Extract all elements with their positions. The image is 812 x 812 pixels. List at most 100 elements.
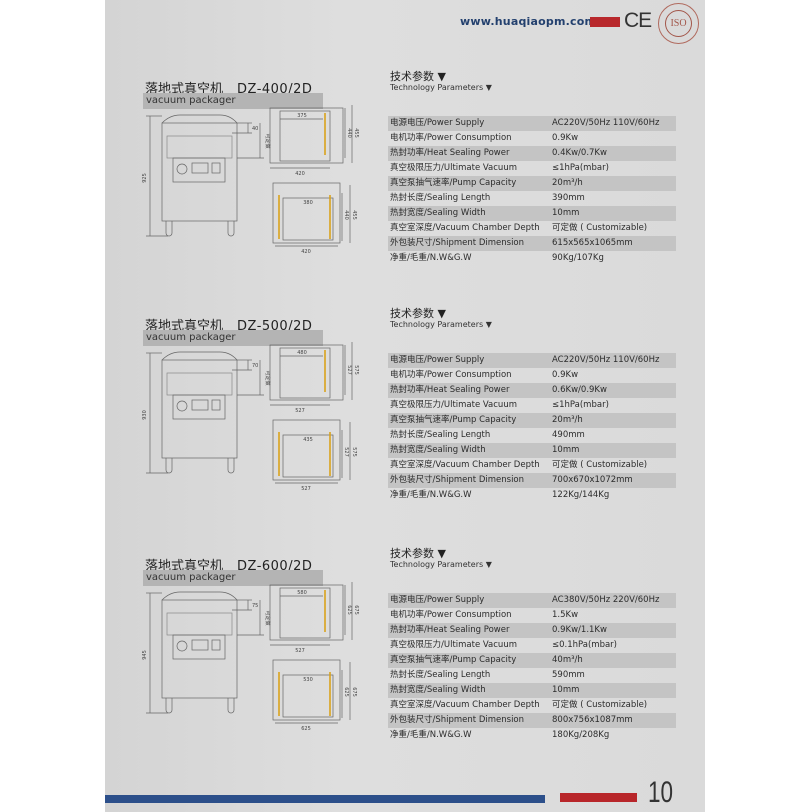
spec-label: 电机功率/Power Consumption bbox=[390, 370, 512, 380]
spec-value: 0.9Kw bbox=[552, 133, 579, 143]
spec-label: 外包装尺寸/Shipment Dimension bbox=[390, 238, 525, 248]
spec-label: 热封长度/Sealing Length bbox=[390, 430, 491, 440]
spec-value: 可定做 ( Customizable) bbox=[552, 223, 648, 233]
dim-top-outer: 420 bbox=[295, 171, 305, 177]
machine-drawing: 930 70 可定做 480 527 527 575 435 527 527 5… bbox=[142, 342, 359, 492]
spec-table: 电源电压/Power Supply AC380V/50Hz 220V/60Hz 电机… bbox=[388, 593, 676, 743]
spec-row: 真空泵抽气速率/Pump Capacity 20m³/h bbox=[388, 413, 676, 428]
spec-label: 真空极限压力/Ultimate Vacuum bbox=[390, 640, 517, 650]
spec-row: 热封宽度/Sealing Width 10mm bbox=[388, 683, 676, 698]
dim-top-side1: 527 bbox=[346, 365, 352, 375]
dim-custom: 可定做 bbox=[264, 133, 271, 148]
spec-value: 10mm bbox=[552, 685, 580, 695]
spec-label: 净重/毛重/N.W&G.W bbox=[390, 490, 472, 500]
params-heading-cn: 技术参数 ▼ bbox=[390, 70, 446, 83]
spec-row: 热封功率/Heat Sealing Power 0.4Kw/0.7Kw bbox=[388, 146, 676, 161]
spec-row: 电机功率/Power Consumption 0.9Kw bbox=[388, 368, 676, 383]
spec-value: 0.6Kw/0.9Kw bbox=[552, 385, 607, 395]
dim-bot-width: 420 bbox=[301, 249, 311, 255]
product-subtitle-banner: vacuum packager bbox=[143, 570, 323, 586]
spec-label: 真空极限压力/Ultimate Vacuum bbox=[390, 400, 517, 410]
machine-drawing: 945 75 可定做 580 527 625 675 530 625 625 6… bbox=[142, 582, 359, 732]
dim-bot-side1: 625 bbox=[343, 687, 349, 697]
dim-bot-side1: 440 bbox=[343, 210, 349, 220]
params-heading-cn: 技术参数 ▼ bbox=[390, 307, 446, 320]
spec-label: 热封宽度/Sealing Width bbox=[390, 208, 486, 218]
spec-row: 热封长度/Sealing Length 390mm bbox=[388, 191, 676, 206]
product-subtitle-banner: vacuum packager bbox=[143, 93, 323, 109]
spec-label: 电源电压/Power Supply bbox=[390, 595, 485, 605]
spec-value: 20m³/h bbox=[552, 415, 583, 425]
spec-label: 热封宽度/Sealing Width bbox=[390, 685, 486, 695]
spec-label: 真空极限压力/Ultimate Vacuum bbox=[390, 163, 517, 173]
spec-label: 真空室深度/Vacuum Chamber Depth bbox=[390, 460, 540, 470]
spec-label: 外包装尺寸/Shipment Dimension bbox=[390, 475, 525, 485]
spec-value: 0.9Kw bbox=[552, 370, 579, 380]
spec-value: 590mm bbox=[552, 670, 585, 680]
dim-top-side1: 440 bbox=[346, 128, 352, 138]
spec-value: ≤0.1hPa(mbar) bbox=[552, 640, 617, 650]
dim-top-outer: 527 bbox=[295, 408, 305, 414]
spec-row: 真空极限压力/Ultimate Vacuum ≤0.1hPa(mbar) bbox=[388, 638, 676, 653]
spec-label: 热封功率/Heat Sealing Power bbox=[390, 625, 510, 635]
spec-label: 电源电压/Power Supply bbox=[390, 355, 485, 365]
spec-value: 390mm bbox=[552, 193, 585, 203]
dim-height: 945 bbox=[142, 650, 148, 660]
spec-value: AC220V/50Hz 110V/60Hz bbox=[552, 355, 660, 365]
spec-value: 700x670x1072mm bbox=[552, 475, 633, 485]
page-number: 10 bbox=[648, 776, 674, 809]
spec-value: 10mm bbox=[552, 445, 580, 455]
dim-top-side2: 675 bbox=[353, 605, 359, 615]
params-heading-cn: 技术参数 ▼ bbox=[390, 547, 446, 560]
spec-value: ≤1hPa(mbar) bbox=[552, 163, 609, 173]
spec-row: 真空极限压力/Ultimate Vacuum ≤1hPa(mbar) bbox=[388, 161, 676, 176]
spec-value: 90Kg/107Kg bbox=[552, 253, 604, 263]
spec-label: 热封功率/Heat Sealing Power bbox=[390, 148, 510, 158]
brochure-page bbox=[105, 0, 705, 812]
dim-bot-inner: 380 bbox=[303, 200, 313, 206]
spec-row: 真空泵抽气速率/Pump Capacity 40m³/h bbox=[388, 653, 676, 668]
dim-top-inner: 580 bbox=[297, 590, 307, 596]
spec-value: 180Kg/208Kg bbox=[552, 730, 610, 740]
dim-bot-width: 625 bbox=[301, 726, 311, 732]
dim-top-outer: 527 bbox=[295, 648, 305, 654]
spec-value: 1.5Kw bbox=[552, 610, 579, 620]
spec-label: 电源电压/Power Supply bbox=[390, 118, 485, 128]
dim-bot-side1: 527 bbox=[343, 447, 349, 457]
dim-top-side2: 455 bbox=[353, 128, 359, 138]
spec-row: 净重/毛重/N.W&G.W 122Kg/144Kg bbox=[388, 488, 676, 503]
spec-value: 122Kg/144Kg bbox=[552, 490, 610, 500]
website-url: www.huaqiaopm.com bbox=[460, 15, 597, 28]
spec-value: 20m³/h bbox=[552, 178, 583, 188]
spec-value: 可定做 ( Customizable) bbox=[552, 700, 648, 710]
spec-label: 真空泵抽气速率/Pump Capacity bbox=[390, 415, 517, 425]
dim-top-side1: 625 bbox=[346, 605, 352, 615]
dim-lid: 70 bbox=[252, 363, 258, 369]
spec-label: 外包装尺寸/Shipment Dimension bbox=[390, 715, 525, 725]
dim-custom: 可定做 bbox=[264, 610, 271, 625]
dim-bot-inner: 435 bbox=[303, 437, 313, 443]
spec-label: 热封长度/Sealing Length bbox=[390, 193, 491, 203]
dim-bot-side2: 575 bbox=[351, 447, 357, 457]
dim-lid: 40 bbox=[252, 126, 258, 132]
spec-label: 热封长度/Sealing Length bbox=[390, 670, 491, 680]
spec-value: 40m³/h bbox=[552, 655, 583, 665]
spec-value: AC380V/50Hz 220V/60Hz bbox=[552, 595, 660, 605]
spec-value: 0.4Kw/0.7Kw bbox=[552, 148, 607, 158]
spec-row: 热封长度/Sealing Length 590mm bbox=[388, 668, 676, 683]
spec-value: ≤1hPa(mbar) bbox=[552, 400, 609, 410]
iso-seal-icon: ISO bbox=[658, 3, 699, 44]
dim-bot-side2: 455 bbox=[351, 210, 357, 220]
spec-label: 真空泵抽气速率/Pump Capacity bbox=[390, 655, 517, 665]
